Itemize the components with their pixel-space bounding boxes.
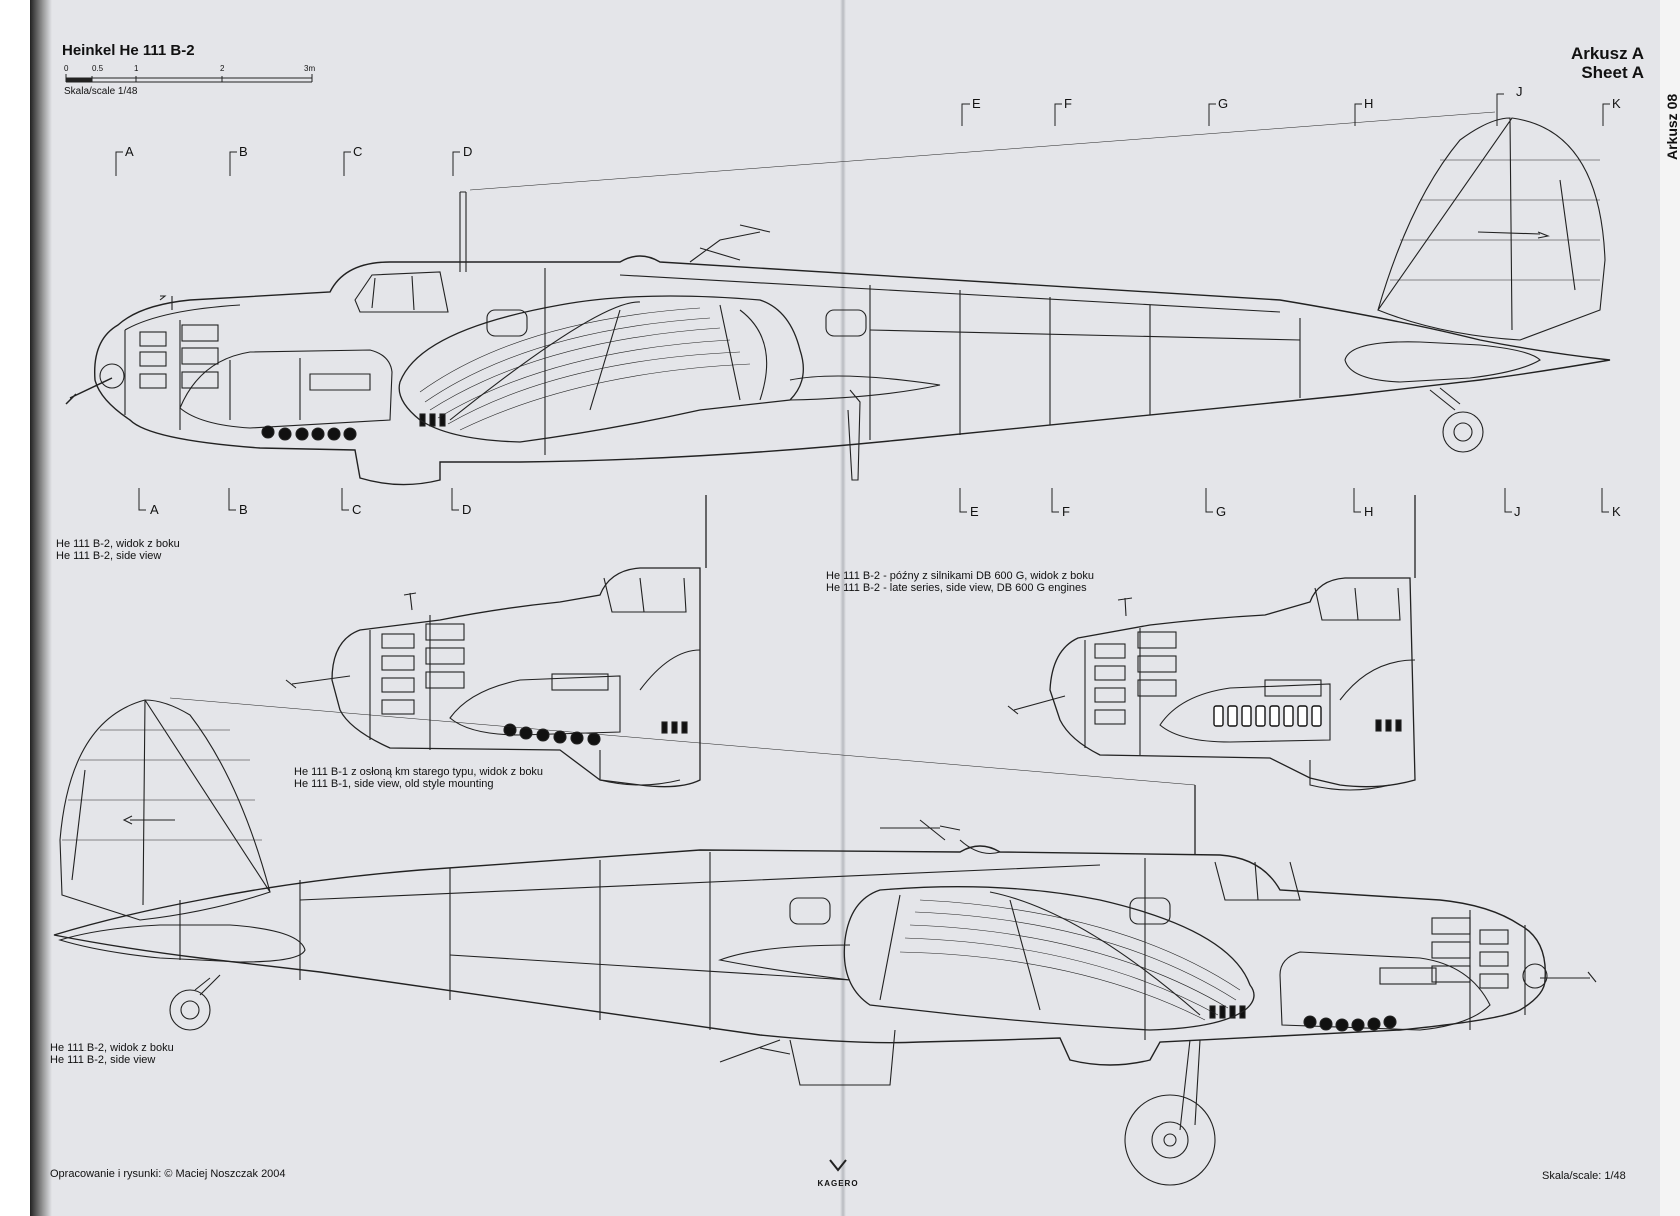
caption-main-bottom: He 111 B-2, widok z boku He 111 B-2, sid… (50, 1042, 174, 1066)
caption-main-top: He 111 B-2, widok z boku He 111 B-2, sid… (56, 538, 180, 562)
section-marker-E-top: E (972, 96, 981, 111)
top-aircraft-side-view (65, 111, 1611, 486)
drawing-title: Heinkel He 111 B-2 (62, 42, 195, 59)
section-marker-D-bottom: D (462, 502, 472, 517)
caption-main-bottom-en: He 111 B-2, side view (50, 1054, 156, 1066)
b1-nose-detail-view (285, 495, 707, 788)
caption-b1-pl: He 111 B-1 z osłoną km starego typu, wid… (294, 766, 544, 778)
section-marker-J-bottom: J (1514, 504, 1521, 519)
section-marker-G-bottom: G (1216, 504, 1227, 519)
late-series-nose-detail-view (1007, 495, 1416, 791)
scale-tick-0: 0 (64, 64, 69, 73)
scale-tick-1: 1 (134, 64, 139, 73)
sheet-label-pl: Arkusz A (1570, 44, 1644, 63)
section-marker-D-top: D (463, 144, 473, 159)
publisher-logo: KAGERO (808, 1158, 868, 1188)
section-marker-G-top: G (1218, 96, 1229, 111)
publisher-logo-text: KAGERO (817, 1179, 859, 1188)
caption-b1: He 111 B-1 z osłoną km starego typu, wid… (294, 766, 543, 790)
footer-credit: Opracowanie i rysunki: © Maciej Noszczak… (50, 1168, 286, 1180)
bottom-aircraft-side-view (53, 697, 1597, 1186)
caption-main-top-en: He 111 B-2, side view (56, 550, 162, 562)
footer-scale: Skala/scale: 1/48 (1542, 1170, 1626, 1182)
section-marker-H-top: H (1364, 96, 1374, 111)
section-marker-brackets (115, 93, 1610, 513)
caption-b1-en: He 111 B-1, side view, old style mountin… (294, 778, 494, 790)
section-marker-A-bottom: A (150, 502, 159, 517)
caption-main-top-pl: He 111 B-2, widok z boku (56, 538, 180, 550)
section-marker-F-top: F (1064, 96, 1072, 111)
scale-tick-2: 2 (220, 64, 225, 73)
left-binding-edge (0, 0, 30, 1216)
section-marker-K-top: K (1612, 96, 1621, 111)
section-marker-B-bottom: B (239, 502, 248, 517)
section-marker-F-bottom: F (1062, 504, 1070, 519)
left-shadow-edge (30, 0, 52, 1216)
caption-late-series: He 111 B-2 - późny z silnikami DB 600 G,… (826, 570, 1094, 594)
sheet-label-en: Sheet A (1581, 63, 1644, 82)
section-marker-K-bottom: K (1612, 504, 1621, 519)
scale-label: Skala/scale 1/48 (64, 86, 138, 97)
section-marker-B-top: B (239, 144, 248, 159)
section-marker-A-top: A (125, 144, 134, 159)
section-marker-J-top: J (1516, 84, 1523, 99)
section-marker-C-top: C (353, 144, 363, 159)
caption-late-series-en: He 111 B-2 - late series, side view, DB … (826, 582, 1087, 594)
section-marker-E-bottom: E (970, 504, 979, 519)
scale-tick-3m: 3m (304, 64, 316, 73)
section-marker-C-bottom: C (352, 502, 362, 517)
caption-main-bottom-pl: He 111 B-2, widok z boku (50, 1042, 174, 1054)
publisher-logo-mark (829, 1159, 847, 1172)
right-edge (1660, 0, 1680, 1216)
section-marker-H-bottom: H (1364, 504, 1374, 519)
caption-late-series-pl: He 111 B-2 - późny z silnikami DB 600 G,… (826, 570, 1094, 582)
scale-tick-0-5: 0.5 (92, 64, 104, 73)
center-fold (840, 0, 846, 1216)
